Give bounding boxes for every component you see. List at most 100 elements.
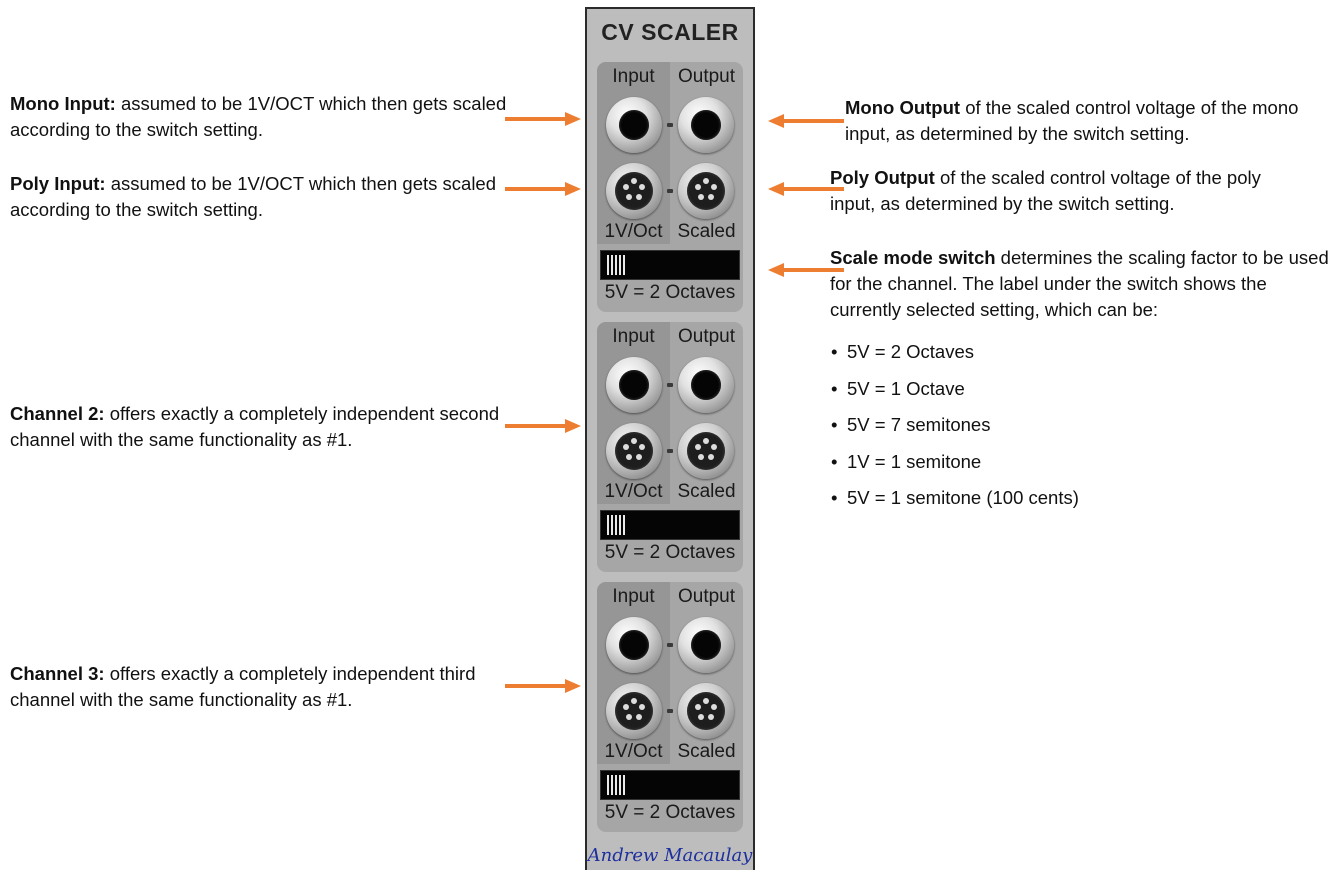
output-scale-label: Scaled [677,481,736,502]
connector-pin [623,184,629,190]
mono-input-jack[interactable] [606,357,662,413]
annotation-text: assumed to be 1V/OCT which then gets sca… [10,93,507,140]
signal-link-indicator [667,383,673,387]
connector-pin [695,704,701,710]
list-item: 5V = 2 Octaves [830,339,1079,376]
channel-3-annotation: Channel 3: offers exactly a completely i… [10,661,505,713]
scale-mode-switch[interactable] [600,510,740,540]
mono-input-jack[interactable] [606,97,662,153]
input-scale-label: 1V/Oct [604,481,663,502]
connector-pin [695,184,701,190]
signal-link-indicator [667,709,673,713]
arrow-left-icon [768,114,844,128]
mono-input-jack[interactable] [606,617,662,673]
signal-link-indicator [667,189,673,193]
mono-input-annotation: Mono Input: assumed to be 1V/OCT which t… [10,91,510,143]
list-item: 5V = 7 semitones [830,412,1079,449]
poly-output-jack[interactable] [678,163,734,219]
connector-pin [636,454,642,460]
annotation-text: offers exactly a completely independent … [10,403,500,450]
arrow-left-icon [768,182,844,196]
connector-pin [626,194,632,200]
annotation-text: determines the scaling factor to be used… [830,247,1329,320]
arrow-right-icon [505,679,581,693]
annotation-text: of the scaled control voltage of the mon… [845,97,1299,144]
connector-pin [698,454,704,460]
annotation-heading: Channel 3: [10,663,105,684]
channel-2: Input Output 1V/Oct Scaled 5V = 2 Octave… [597,322,743,572]
poly-input-jack[interactable] [606,163,662,219]
channel-3: Input Output 1V/Oct Scaled 5V = 2 Octave… [597,582,743,832]
connector-pin [636,194,642,200]
poly-input-jack[interactable] [606,423,662,479]
scale-mode-switch[interactable] [600,770,740,800]
mono-output-jack[interactable] [678,97,734,153]
annotation-text: of the scaled control voltage of the pol… [830,167,1261,214]
connector-pin [703,438,709,444]
module-title: CV SCALER [601,19,739,45]
poly-input-jack[interactable] [606,683,662,739]
input-scale-label: 1V/Oct [604,221,663,242]
connector-pin [698,194,704,200]
list-item: 1V = 1 semitone [830,449,1079,486]
connector-pin [708,454,714,460]
annotation-text: assumed to be 1V/OCT which then gets sca… [10,173,497,220]
channel-2-annotation: Channel 2: offers exactly a completely i… [10,401,505,453]
arrow-right-icon [505,182,581,196]
connector-pin [639,184,645,190]
signal-link-indicator [667,643,673,647]
scale-switch-annotation: Scale mode switch determines the scaling… [830,245,1338,323]
connector-pin [631,698,637,704]
input-label: Input [612,326,655,347]
output-label: Output [677,66,736,87]
connector-pin [631,178,637,184]
annotation-text: offers exactly a completely independent … [10,663,476,710]
scale-options-list: 5V = 2 Octaves 5V = 1 Octave 5V = 7 semi… [830,339,1079,522]
output-label: Output [677,326,736,347]
scale-mode-switch[interactable] [600,250,740,280]
annotation-heading: Scale mode switch [830,247,996,268]
annotation-heading: Mono Output [845,97,961,118]
input-label: Input [612,586,655,607]
connector-pin [708,194,714,200]
connector-pin [695,444,701,450]
switch-setting-label: 5V = 2 Octaves [604,542,736,563]
arrow-right-icon [505,419,581,433]
mono-output-annotation: Mono Output of the scaled control voltag… [845,95,1315,147]
annotation-heading: Channel 2: [10,403,105,424]
connector-pin [698,714,704,720]
connector-pin [711,444,717,450]
connector-pin [639,444,645,450]
connector-pin [711,704,717,710]
input-label: Input [612,66,655,87]
poly-output-annotation: Poly Output of the scaled control voltag… [830,165,1310,217]
connector-pin [631,438,637,444]
connector-pin [626,714,632,720]
arrow-right-icon [505,112,581,126]
annotation-heading: Poly Output [830,167,935,188]
switch-setting-label: 5V = 2 Octaves [604,282,736,303]
arrow-left-icon [768,263,844,277]
connector-pin [636,714,642,720]
annotation-heading: Mono Input: [10,93,116,114]
connector-pin [623,704,629,710]
connector-pin [711,184,717,190]
connector-pin [708,714,714,720]
signal-link-indicator [667,449,673,453]
poly-output-jack[interactable] [678,423,734,479]
connector-pin [703,698,709,704]
connector-pin [623,444,629,450]
channel-1: Input Output 1V/Oct Scaled 5V = 2 Octave… [597,62,743,312]
signal-link-indicator [667,123,673,127]
output-label: Output [677,586,736,607]
switch-setting-label: 5V = 2 Octaves [604,802,736,823]
mono-output-jack[interactable] [678,617,734,673]
input-scale-label: 1V/Oct [604,741,663,762]
poly-output-jack[interactable] [678,683,734,739]
output-scale-label: Scaled [677,221,736,242]
list-item: 5V = 1 semitone (100 cents) [830,485,1079,522]
mono-output-jack[interactable] [678,357,734,413]
author-signature: Andrew Macaulay [587,845,753,866]
connector-pin [626,454,632,460]
list-item: 5V = 1 Octave [830,376,1079,413]
